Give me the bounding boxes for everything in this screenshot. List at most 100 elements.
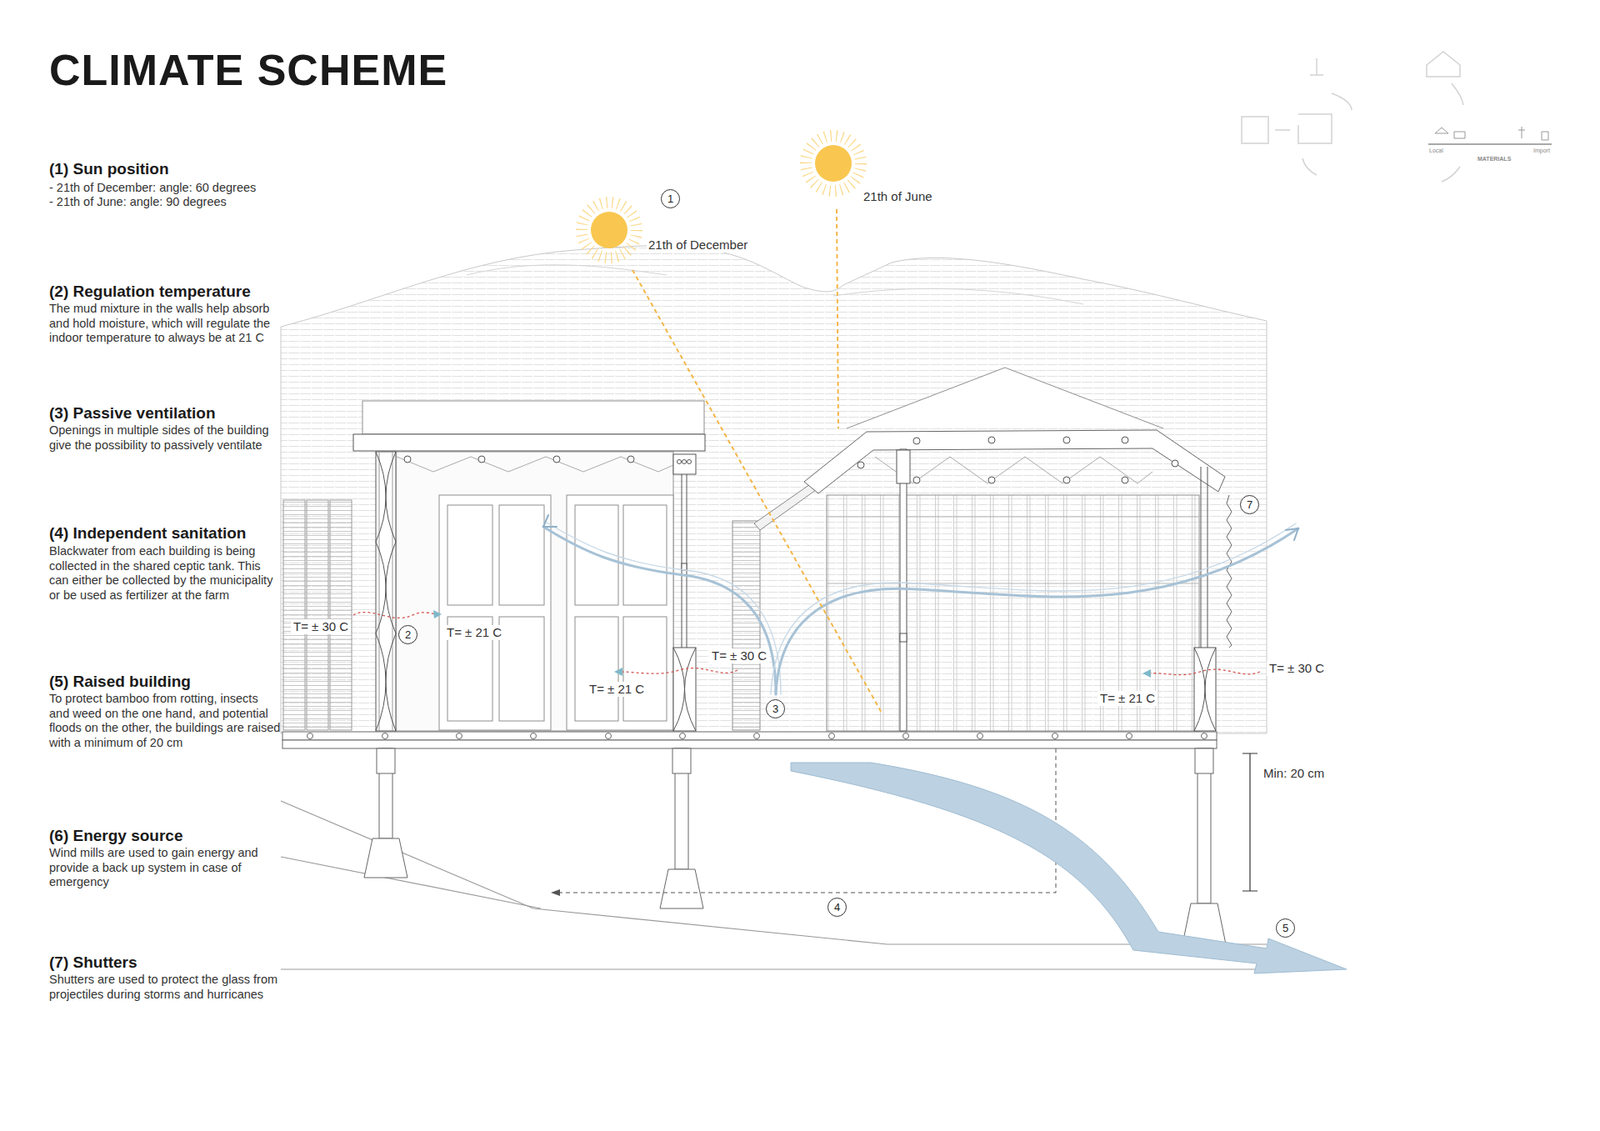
left-building [362, 400, 705, 435]
sun-symbol [581, 135, 861, 258]
right-building [1121, 436, 1129, 444]
bamboo-column [681, 472, 687, 648]
arrow-head [550, 889, 560, 896]
right-building [732, 367, 1232, 731]
bamboo-column [687, 460, 692, 465]
raised-deck [282, 731, 1217, 740]
right-building [826, 516, 1200, 584]
section-text: Wind mills are used to gain energy and p… [49, 845, 281, 890]
callout-number: 2 [398, 625, 418, 645]
right-building [1063, 476, 1070, 484]
raised-deck [672, 748, 691, 774]
bamboo-column [673, 647, 696, 731]
temperature-label: T= ± 21 C [444, 625, 505, 640]
faint-icon [1441, 166, 1460, 182]
temperature-label: T= ± 30 C [709, 648, 770, 664]
right-building [826, 495, 1200, 731]
raised-deck [660, 869, 704, 909]
section-heading: (3) Passive ventilation [49, 404, 216, 423]
window-shutters [330, 500, 352, 730]
section-text: - 21th of June: angle: 90 degrees [49, 195, 281, 210]
ground-line [280, 968, 1267, 970]
section-text: The mud mixture in the walls help absorb… [49, 301, 281, 346]
left-building [553, 455, 560, 463]
faint-icon [1241, 116, 1269, 144]
left-building [499, 616, 545, 721]
callout-number: 3 [765, 699, 785, 719]
raised-deck [605, 733, 612, 740]
sun-symbol [581, 202, 637, 258]
heat-arrow-head [433, 610, 442, 619]
faint-icon [1428, 143, 1552, 145]
right-building [1171, 460, 1179, 467]
bamboo-column [673, 454, 696, 475]
left-building [478, 455, 485, 463]
raised-deck [282, 740, 1217, 749]
section-heading: (6) Energy source [49, 826, 184, 845]
callout-number: 5 [1275, 918, 1295, 938]
heat-arrow-head [1142, 669, 1151, 678]
raised-deck [680, 733, 686, 740]
right-building [900, 449, 907, 731]
section-heading: (1) Sun position [49, 160, 170, 179]
section-heading: (7) Shutters [49, 953, 138, 972]
section-heading: (4) Independent sanitation [49, 524, 246, 543]
faint-icon [1298, 114, 1332, 144]
bamboo-column [673, 647, 696, 731]
sun-symbol [805, 135, 861, 191]
faint-icon [1426, 51, 1460, 77]
callout-number: 4 [827, 897, 847, 917]
airflow-curve [543, 515, 1299, 695]
faint-icon [1435, 127, 1465, 139]
section-heading: (5) Raised building [49, 672, 191, 691]
right-building [988, 476, 995, 484]
airflow-curve [775, 528, 1299, 695]
section-text: Blackwater from each building is being c… [49, 544, 281, 603]
heat-transfer-arrow [1148, 669, 1260, 675]
section-text: - 21th of December: angle: 60 degrees [49, 180, 281, 196]
right-building [1121, 476, 1129, 484]
raised-deck [530, 733, 537, 740]
raised-deck [903, 733, 910, 740]
right-building [846, 367, 1164, 429]
raised-deck [364, 838, 408, 878]
temperature-label: T= ± 30 C [1266, 660, 1327, 676]
left-building [575, 616, 619, 721]
bamboo-column [385, 451, 396, 731]
window-shutters [283, 500, 305, 730]
section-text: Openings in multiple sides of the buildi… [49, 423, 281, 453]
right-building [1194, 647, 1216, 731]
window-shutters [283, 500, 352, 730]
faint-icon [1451, 83, 1464, 105]
left-building [396, 456, 674, 472]
right-building [913, 437, 920, 445]
raised-deck [456, 733, 463, 740]
dimension-line [1242, 753, 1258, 891]
raised-deck [977, 733, 984, 740]
right-building [900, 633, 907, 642]
temperature-label: T= ± 21 C [1097, 690, 1158, 706]
hill-background [280, 245, 1267, 734]
heat-arrow-head [433, 610, 1151, 678]
bamboo-column [682, 460, 687, 465]
page-title: CLIMATE SCHEME [49, 48, 448, 92]
window-shutters [306, 500, 329, 730]
right-building [857, 461, 865, 469]
bamboo-column [375, 451, 386, 731]
right-building [1194, 647, 1216, 731]
left-building [566, 495, 674, 730]
airflow-curve [543, 515, 557, 527]
sun-symbol [815, 145, 852, 182]
raised-deck [282, 731, 1226, 945]
heat-transfer-arrow [620, 668, 738, 675]
temperature-label: T= ± 21 C [586, 681, 647, 697]
airflow-curve [543, 526, 776, 695]
left-building [447, 505, 493, 605]
faint-icon [1518, 126, 1549, 140]
sun-label: 21th of June [861, 189, 935, 205]
bamboo-column [677, 460, 682, 465]
bamboo-column [681, 563, 687, 570]
raised-deck [1126, 733, 1133, 740]
right-building [1063, 436, 1070, 444]
sun-symbol [590, 211, 628, 249]
